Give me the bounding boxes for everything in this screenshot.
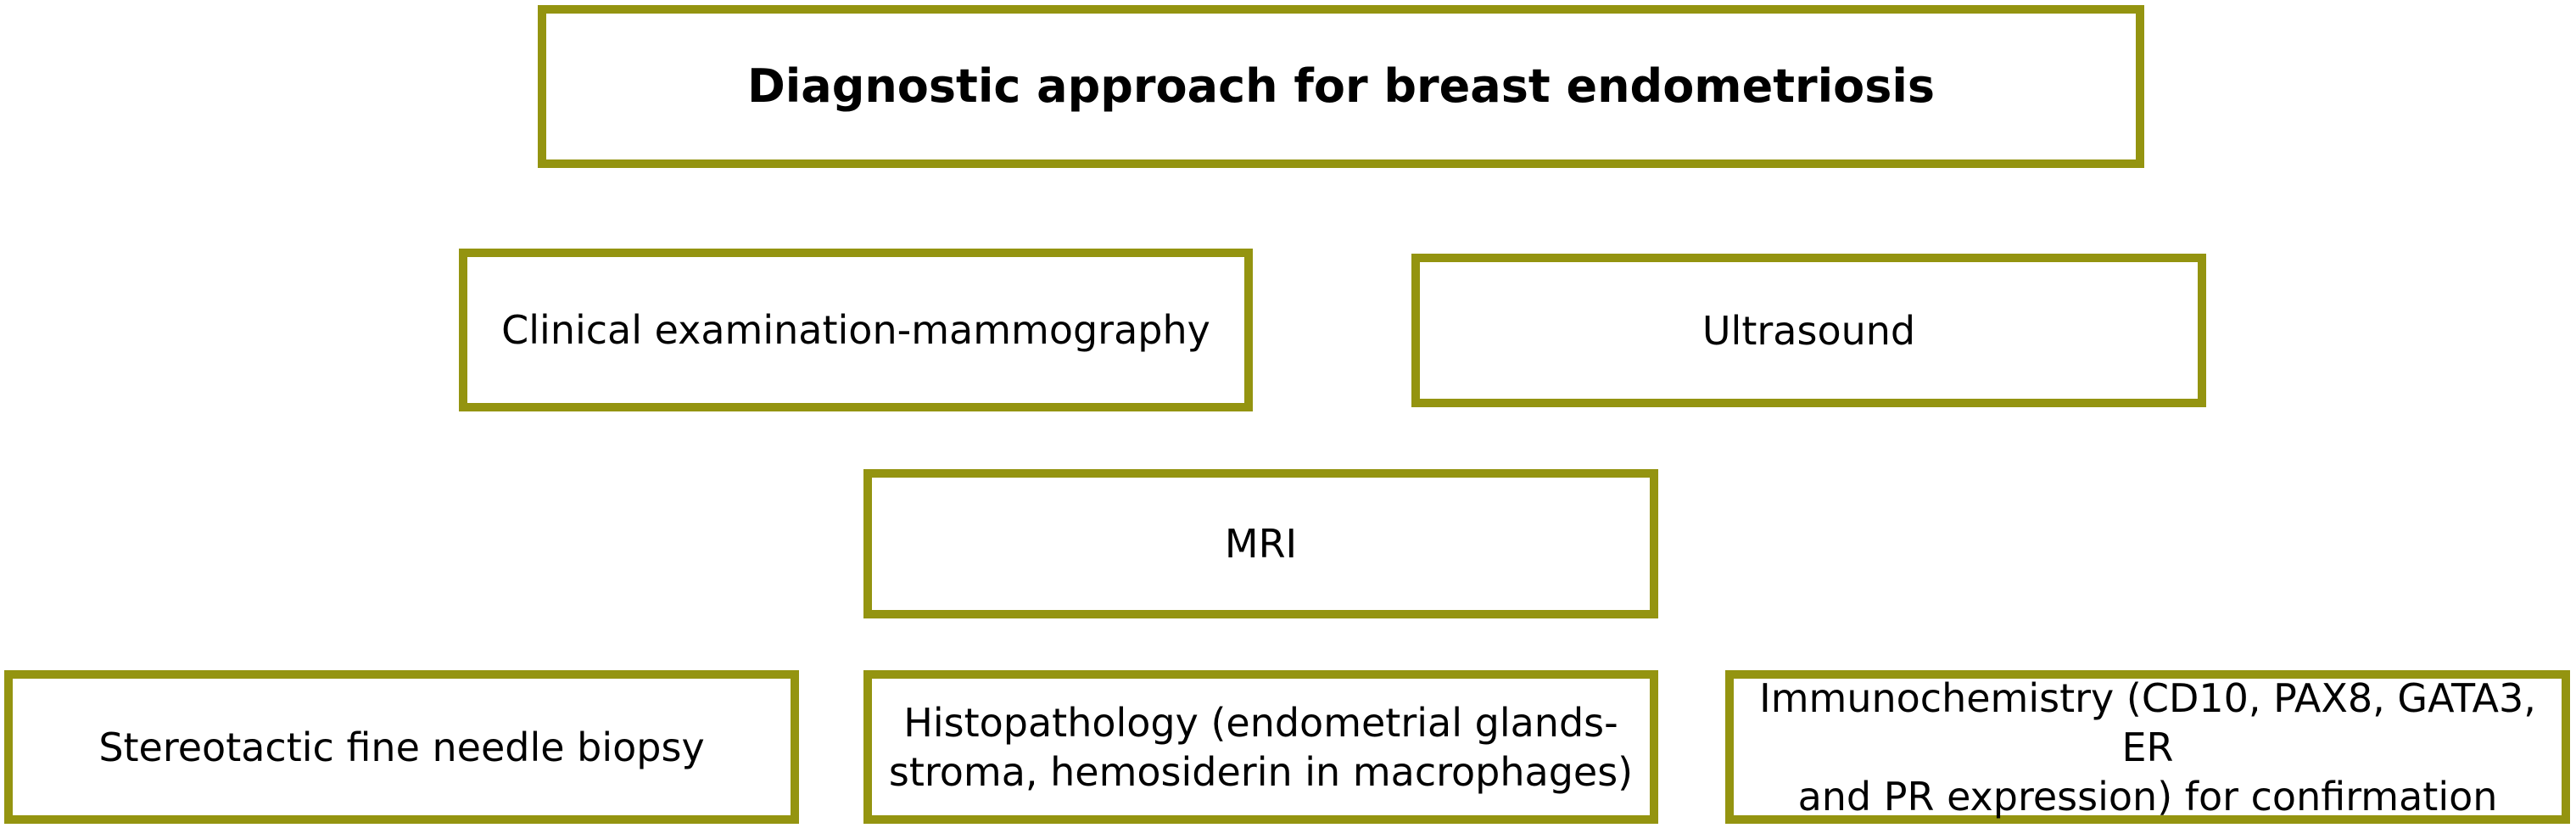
diagram-title-box: Diagnostic approach for breast endometri… <box>538 5 2144 168</box>
node-mri-label: MRI <box>1224 521 1298 567</box>
node-ultrasound-label: Ultrasound <box>1702 307 1916 354</box>
node-mri: MRI <box>863 469 1658 618</box>
diagram-title: Diagnostic approach for breast endometri… <box>746 59 1936 113</box>
node-fine-needle-biopsy-label: Stereotactic fine needle biopsy <box>98 724 705 770</box>
node-clinical-examination: Clinical examination-mammography <box>459 249 1253 411</box>
node-immunochemistry-label: Immunochemistry (CD10, PAX8, GATA3, ER a… <box>1759 674 2536 820</box>
node-fine-needle-biopsy: Stereotactic fine needle biopsy <box>4 670 799 824</box>
node-histopathology: Histopathology (endometrial glands- stro… <box>863 670 1658 824</box>
node-ultrasound: Ultrasound <box>1411 254 2206 407</box>
node-histopathology-label: Histopathology (endometrial glands- stro… <box>888 699 1634 795</box>
node-immunochemistry: Immunochemistry (CD10, PAX8, GATA3, ER a… <box>1725 670 2570 824</box>
node-clinical-examination-label: Clinical examination-mammography <box>501 307 1210 353</box>
